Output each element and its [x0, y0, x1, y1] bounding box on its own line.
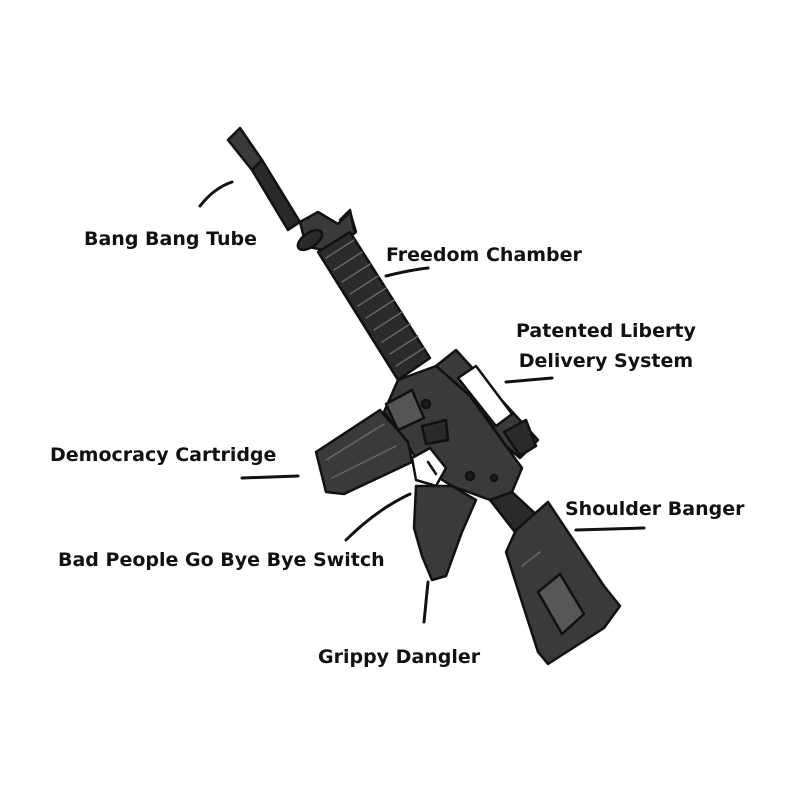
pointer-freedom-chamber	[384, 266, 430, 278]
pointer-grippy-dangler	[422, 580, 430, 624]
front-sight	[296, 208, 358, 254]
pistol-grip	[412, 484, 478, 582]
muzzle	[226, 126, 302, 232]
label-liberty-line-1: Patented Liberty	[516, 320, 696, 342]
pointer-shoulder-banger	[574, 526, 646, 532]
carry-handle	[434, 348, 540, 460]
label-democracy-cartridge: Democracy Cartridge	[50, 444, 277, 466]
pointer-lines	[198, 180, 646, 624]
handguard	[316, 230, 432, 382]
label-bang-bang-tube: Bang Bang Tube	[84, 228, 257, 250]
label-liberty-delivery-system: Patented Liberty Delivery System	[516, 316, 696, 376]
label-bye-bye-switch: Bad People Go Bye Bye Switch	[58, 549, 385, 571]
trigger-guard	[410, 446, 448, 488]
stock	[488, 490, 622, 666]
magazine	[314, 408, 414, 496]
pointer-bye-bye-switch	[344, 492, 412, 542]
label-freedom-chamber: Freedom Chamber	[386, 244, 582, 266]
pointer-democracy-cartridge	[240, 474, 300, 480]
pointer-bang-bang-tube	[198, 180, 234, 208]
rifle-drawing	[226, 126, 622, 666]
label-grippy-dangler: Grippy Dangler	[318, 646, 481, 668]
label-shoulder-banger: Shoulder Banger	[565, 498, 745, 520]
label-liberty-line-2: Delivery System	[518, 350, 694, 372]
pointer-liberty-delivery	[504, 376, 554, 384]
